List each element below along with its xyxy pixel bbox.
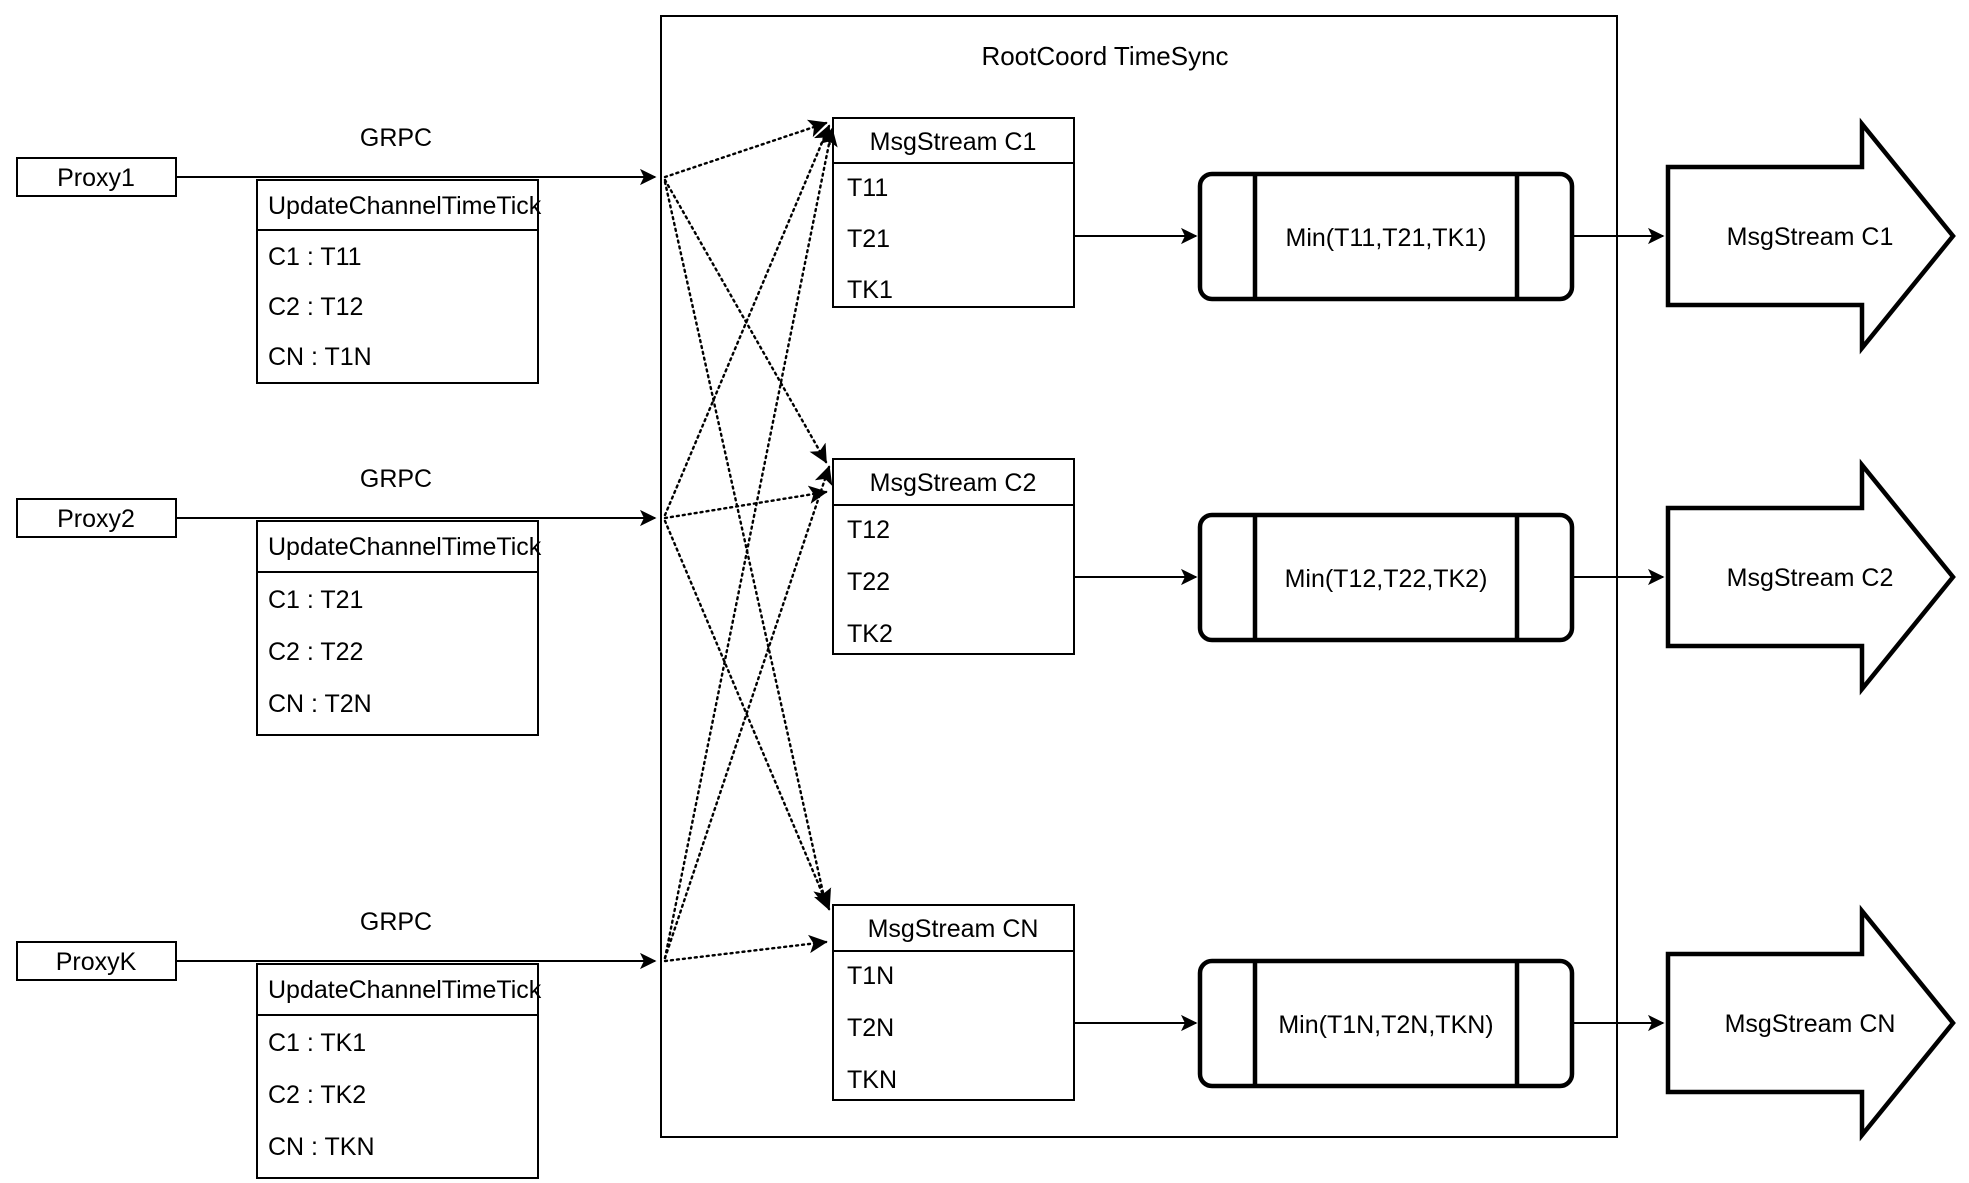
output-msgstream-label-1: MsgStream C1 [1727, 223, 1894, 251]
row-proxyk: GRPC ProxyK UpdateChannelTimeTick C1 : T… [16, 904, 1956, 1179]
msgstream-entry-2-1: T12 [847, 516, 890, 544]
row-proxy2: GRPC Proxy2 UpdateChannelTimeTick C1 : T… [16, 458, 1956, 736]
fanout-pk-cn [663, 934, 828, 963]
msgstream-header-3: MsgStream CN [868, 915, 1039, 943]
proxy2-label: Proxy2 [57, 505, 135, 533]
rpc-entry-3-2: C2 : TK2 [268, 1081, 366, 1109]
output-msgstream-arrow-3[interactable]: MsgStream CN [1665, 904, 1956, 1142]
rpc-header-1: UpdateChannelTimeTick [268, 192, 542, 220]
msgstream-box-2[interactable]: MsgStream C2 T12 T22 TK2 [832, 458, 1075, 655]
msgstream-entry-1-3: TK1 [847, 276, 893, 304]
rpc-entry-2-3: CN : T2N [268, 690, 372, 718]
msgstream-entry-3-1: T1N [847, 962, 894, 990]
output-msgstream-arrow-2[interactable]: MsgStream C2 [1665, 458, 1956, 696]
msgstream-entry-2-3: TK2 [847, 620, 893, 648]
rpc-entry-1-3: CN : T1N [268, 343, 372, 371]
grpc-label-2: GRPC [360, 465, 432, 493]
msgstream-entry-3-3: TKN [847, 1066, 897, 1094]
rpc-entry-3-1: C1 : TK1 [268, 1029, 366, 1057]
rpc-entry-2-1: C1 : T21 [268, 586, 363, 614]
fanout-p1-cn [663, 180, 832, 908]
container-title: RootCoord TimeSync [981, 41, 1228, 71]
min-box-label-2: Min(T12,T22,TK2) [1285, 565, 1488, 593]
rpc-entry-1-1: C1 : T11 [268, 243, 362, 271]
msgstream-entry-1-2: T21 [847, 225, 890, 253]
msgstream-header-2: MsgStream C2 [870, 469, 1037, 497]
msgstream-entry-3-2: T2N [847, 1014, 894, 1042]
msgstream-header-1: MsgStream C1 [870, 128, 1037, 156]
msgstream-entry-1-1: T11 [847, 174, 888, 202]
update-channel-timetick-box-1[interactable]: UpdateChannelTimeTick C1 : T11 C2 : T12 … [256, 179, 542, 384]
output-msgstream-label-3: MsgStream CN [1725, 1010, 1896, 1038]
msgstream-box-3[interactable]: MsgStream CN T1N T2N TKN [832, 904, 1075, 1101]
output-msgstream-arrow-1[interactable]: MsgStream C1 [1665, 117, 1956, 355]
msgstream-box-1[interactable]: MsgStream C1 T11 T21 TK1 [832, 117, 1075, 308]
proxy1-box[interactable]: Proxy1 [16, 157, 177, 197]
proxyk-box[interactable]: ProxyK [16, 941, 177, 981]
fanout-p1-c1 [663, 119, 828, 179]
fanout-p2-c2 [663, 485, 828, 520]
fanout-p2-c1 [663, 124, 831, 517]
proxy1-label: Proxy1 [57, 164, 135, 192]
row-proxy1: GRPC Proxy1 UpdateChannelTimeTick C1 : T… [16, 117, 1956, 384]
min-box-3[interactable]: Min(T1N,T2N,TKN) [1197, 958, 1575, 1089]
rpc-header-2: UpdateChannelTimeTick [268, 533, 542, 561]
min-box-label-3: Min(T1N,T2N,TKN) [1278, 1011, 1493, 1039]
grpc-label-3: GRPC [360, 908, 432, 936]
rpc-header-3: UpdateChannelTimeTick [268, 976, 542, 1004]
update-channel-timetick-box-3[interactable]: UpdateChannelTimeTick C1 : TK1 C2 : TK2 … [256, 963, 542, 1179]
fanout-pk-c1 [663, 127, 838, 960]
rpc-entry-2-2: C2 : T22 [268, 638, 363, 666]
timetick-fanout-connectors [663, 119, 838, 963]
min-box-label-1: Min(T11,T21,TK1) [1286, 224, 1487, 252]
fanout-p2-cn [663, 519, 831, 911]
min-box-2[interactable]: Min(T12,T22,TK2) [1197, 512, 1575, 643]
rpc-entry-1-2: C2 : T12 [268, 293, 363, 321]
msgstream-entry-2-2: T22 [847, 568, 890, 596]
proxyk-label: ProxyK [56, 948, 137, 976]
min-box-1[interactable]: Min(T11,T21,TK1) [1197, 171, 1575, 302]
rpc-entry-3-3: CN : TKN [268, 1133, 375, 1161]
grpc-label-1: GRPC [360, 124, 432, 152]
output-msgstream-label-2: MsgStream C2 [1727, 564, 1894, 592]
update-channel-timetick-box-2[interactable]: UpdateChannelTimeTick C1 : T21 C2 : T22 … [256, 520, 542, 736]
fanout-pk-c2 [663, 465, 833, 960]
proxy2-box[interactable]: Proxy2 [16, 498, 177, 538]
